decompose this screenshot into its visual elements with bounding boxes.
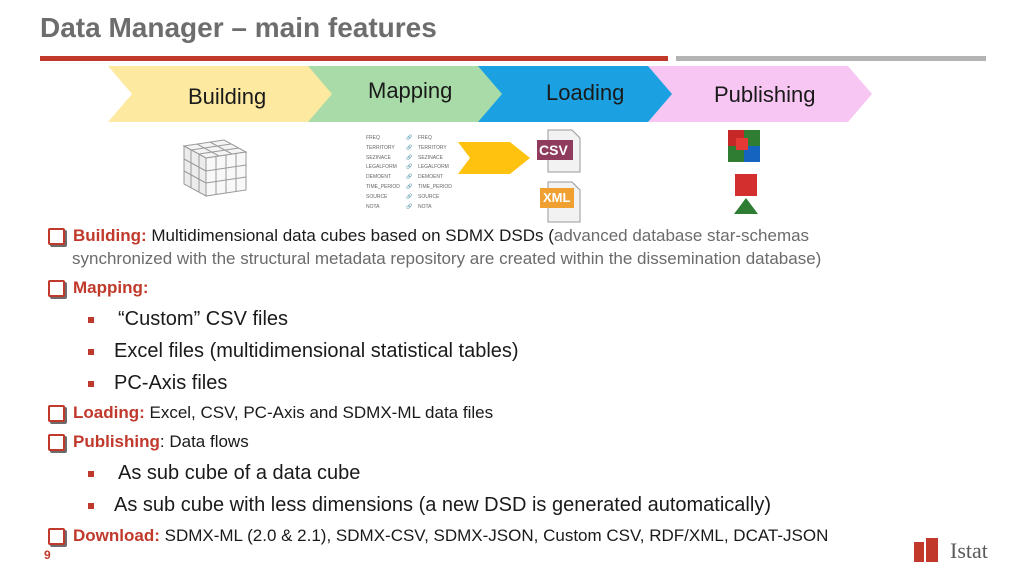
- mapping-fields-left: FREQ TERRITORY SEZINACE LEGALFORM DEMOEN…: [366, 134, 406, 212]
- istat-logo-text: Istat: [950, 538, 988, 563]
- step-label-building: Building: [188, 84, 267, 109]
- mapping-field: TERRITORY: [418, 144, 447, 151]
- csv-label: CSV: [539, 142, 568, 158]
- bullet-text-gray: advanced database star-schemas: [553, 226, 810, 245]
- data-cube-icon: [182, 139, 248, 197]
- sub-bullet-text: As sub cube with less dimensions (a new …: [114, 494, 771, 516]
- bullet-keyword: Publishing: [73, 432, 160, 451]
- link-icon: 🔗: [406, 154, 413, 161]
- link-icon: 🔗: [406, 135, 413, 141]
- bullet-mapping: Mapping:: [48, 278, 149, 298]
- bullet-publishing: Publishing: Data flows: [48, 432, 249, 452]
- bullet-text: Excel, CSV, PC-Axis and SDMX-ML data fil…: [144, 403, 494, 422]
- square-bullet-icon: [88, 316, 94, 323]
- bullet-text: : Data flows: [159, 432, 249, 451]
- bullet-keyword: Download:: [73, 526, 160, 545]
- mapping-field: LEGALFORM: [418, 164, 449, 171]
- square-bullet-icon: [88, 502, 94, 509]
- xml-file-icon: [540, 181, 581, 223]
- link-icon: 🔗: [406, 183, 413, 190]
- sub-bullet: As sub cube of a data cube: [88, 462, 360, 485]
- mapping-field: DEMOENT: [418, 174, 443, 181]
- square-bullet-icon: [88, 380, 94, 387]
- csv-file-icon: [537, 129, 581, 173]
- mapping-fields-right: FREQ TERRITORY SEZINACE LEGALFORM DEMOEN…: [418, 134, 458, 212]
- loading-chevron: [470, 66, 672, 122]
- mapping-chevron: [300, 66, 502, 122]
- bullet-download: Download: SDMX-ML (2.0 & 2.1), SDMX-CSV,…: [48, 526, 828, 546]
- mapping-field: FREQ: [366, 135, 380, 141]
- title-underline-gray: [676, 56, 986, 61]
- step-label-loading: Loading: [546, 80, 625, 105]
- istat-logo-icon: [914, 538, 938, 562]
- bullet-keyword: Loading:: [73, 403, 145, 422]
- slide-title: Data Manager – main features: [40, 12, 437, 43]
- published-cubes-icon: [728, 130, 760, 214]
- sub-bullet-text: Excel files (multidimensional statistica…: [114, 340, 519, 362]
- mapping-field: SEZINACE: [418, 154, 444, 161]
- sub-bullet: PC-Axis files: [88, 372, 227, 395]
- mapping-field: SEZINACE: [366, 154, 392, 161]
- link-icon: 🔗: [406, 193, 413, 200]
- mapping-field: DEMOENT: [366, 174, 391, 181]
- link-icon: 🔗: [406, 203, 413, 210]
- mapping-field: NOTA: [366, 203, 380, 210]
- mapping-field: TIME_PERIOD: [418, 183, 452, 190]
- step-label-mapping: Mapping: [368, 78, 453, 103]
- bullet-text: SDMX-ML (2.0 & 2.1), SDMX-CSV, SDMX-JSON…: [159, 526, 829, 545]
- step-label-publishing: Publishing: [714, 82, 816, 107]
- mapping-field: TIME_PERIOD: [366, 183, 400, 190]
- sub-bullet-text: As sub cube of a data cube: [118, 462, 361, 484]
- checkbox-bullet-icon: [48, 528, 65, 546]
- bullet-keyword: Building:: [73, 226, 147, 245]
- bullet-text: Multidimensional data cubes based on SDM…: [146, 226, 554, 245]
- building-chevron: [108, 66, 332, 122]
- square-bullet-icon: [88, 470, 94, 477]
- publishing-chevron: [640, 66, 872, 122]
- bullet-building: Building: Multidimensional data cubes ba…: [48, 226, 809, 246]
- mapping-field: FREQ: [418, 135, 432, 141]
- sub-bullet: As sub cube with less dimensions (a new …: [88, 494, 771, 517]
- checkbox-bullet-icon: [48, 280, 65, 298]
- link-icon: 🔗: [406, 144, 413, 151]
- sub-bullet: Excel files (multidimensional statistica…: [88, 340, 519, 363]
- sub-bullet: “Custom” CSV files: [88, 308, 288, 331]
- title-underline-red: [40, 56, 668, 61]
- mapping-field: SOURCE: [366, 193, 388, 200]
- mapping-field: TERRITORY: [366, 144, 395, 151]
- bullet-keyword: Mapping:: [73, 278, 149, 297]
- page-number: 9: [44, 548, 51, 562]
- mapping-field: SOURCE: [418, 193, 440, 200]
- link-icon: 🔗: [406, 174, 413, 181]
- link-icon: 🔗: [406, 164, 413, 171]
- bullet-loading: Loading: Excel, CSV, PC-Axis and SDMX-ML…: [48, 403, 493, 423]
- mapping-field: NOTA: [418, 203, 432, 210]
- checkbox-bullet-icon: [48, 405, 65, 423]
- checkbox-bullet-icon: [48, 434, 65, 452]
- sub-bullet-text: PC-Axis files: [114, 372, 228, 394]
- mapping-arrow-icon: [458, 142, 530, 174]
- mapping-field: LEGALFORM: [366, 164, 397, 171]
- checkbox-bullet-icon: [48, 228, 65, 246]
- xml-label: XML: [543, 190, 571, 205]
- square-bullet-icon: [88, 348, 94, 355]
- mapping-link-icons: 🔗 🔗 🔗 🔗 🔗 🔗 🔗 🔗: [406, 134, 416, 212]
- bullet-building-line2: synchronized with the structural metadat…: [72, 249, 822, 268]
- sub-bullet-text: “Custom” CSV files: [118, 308, 289, 330]
